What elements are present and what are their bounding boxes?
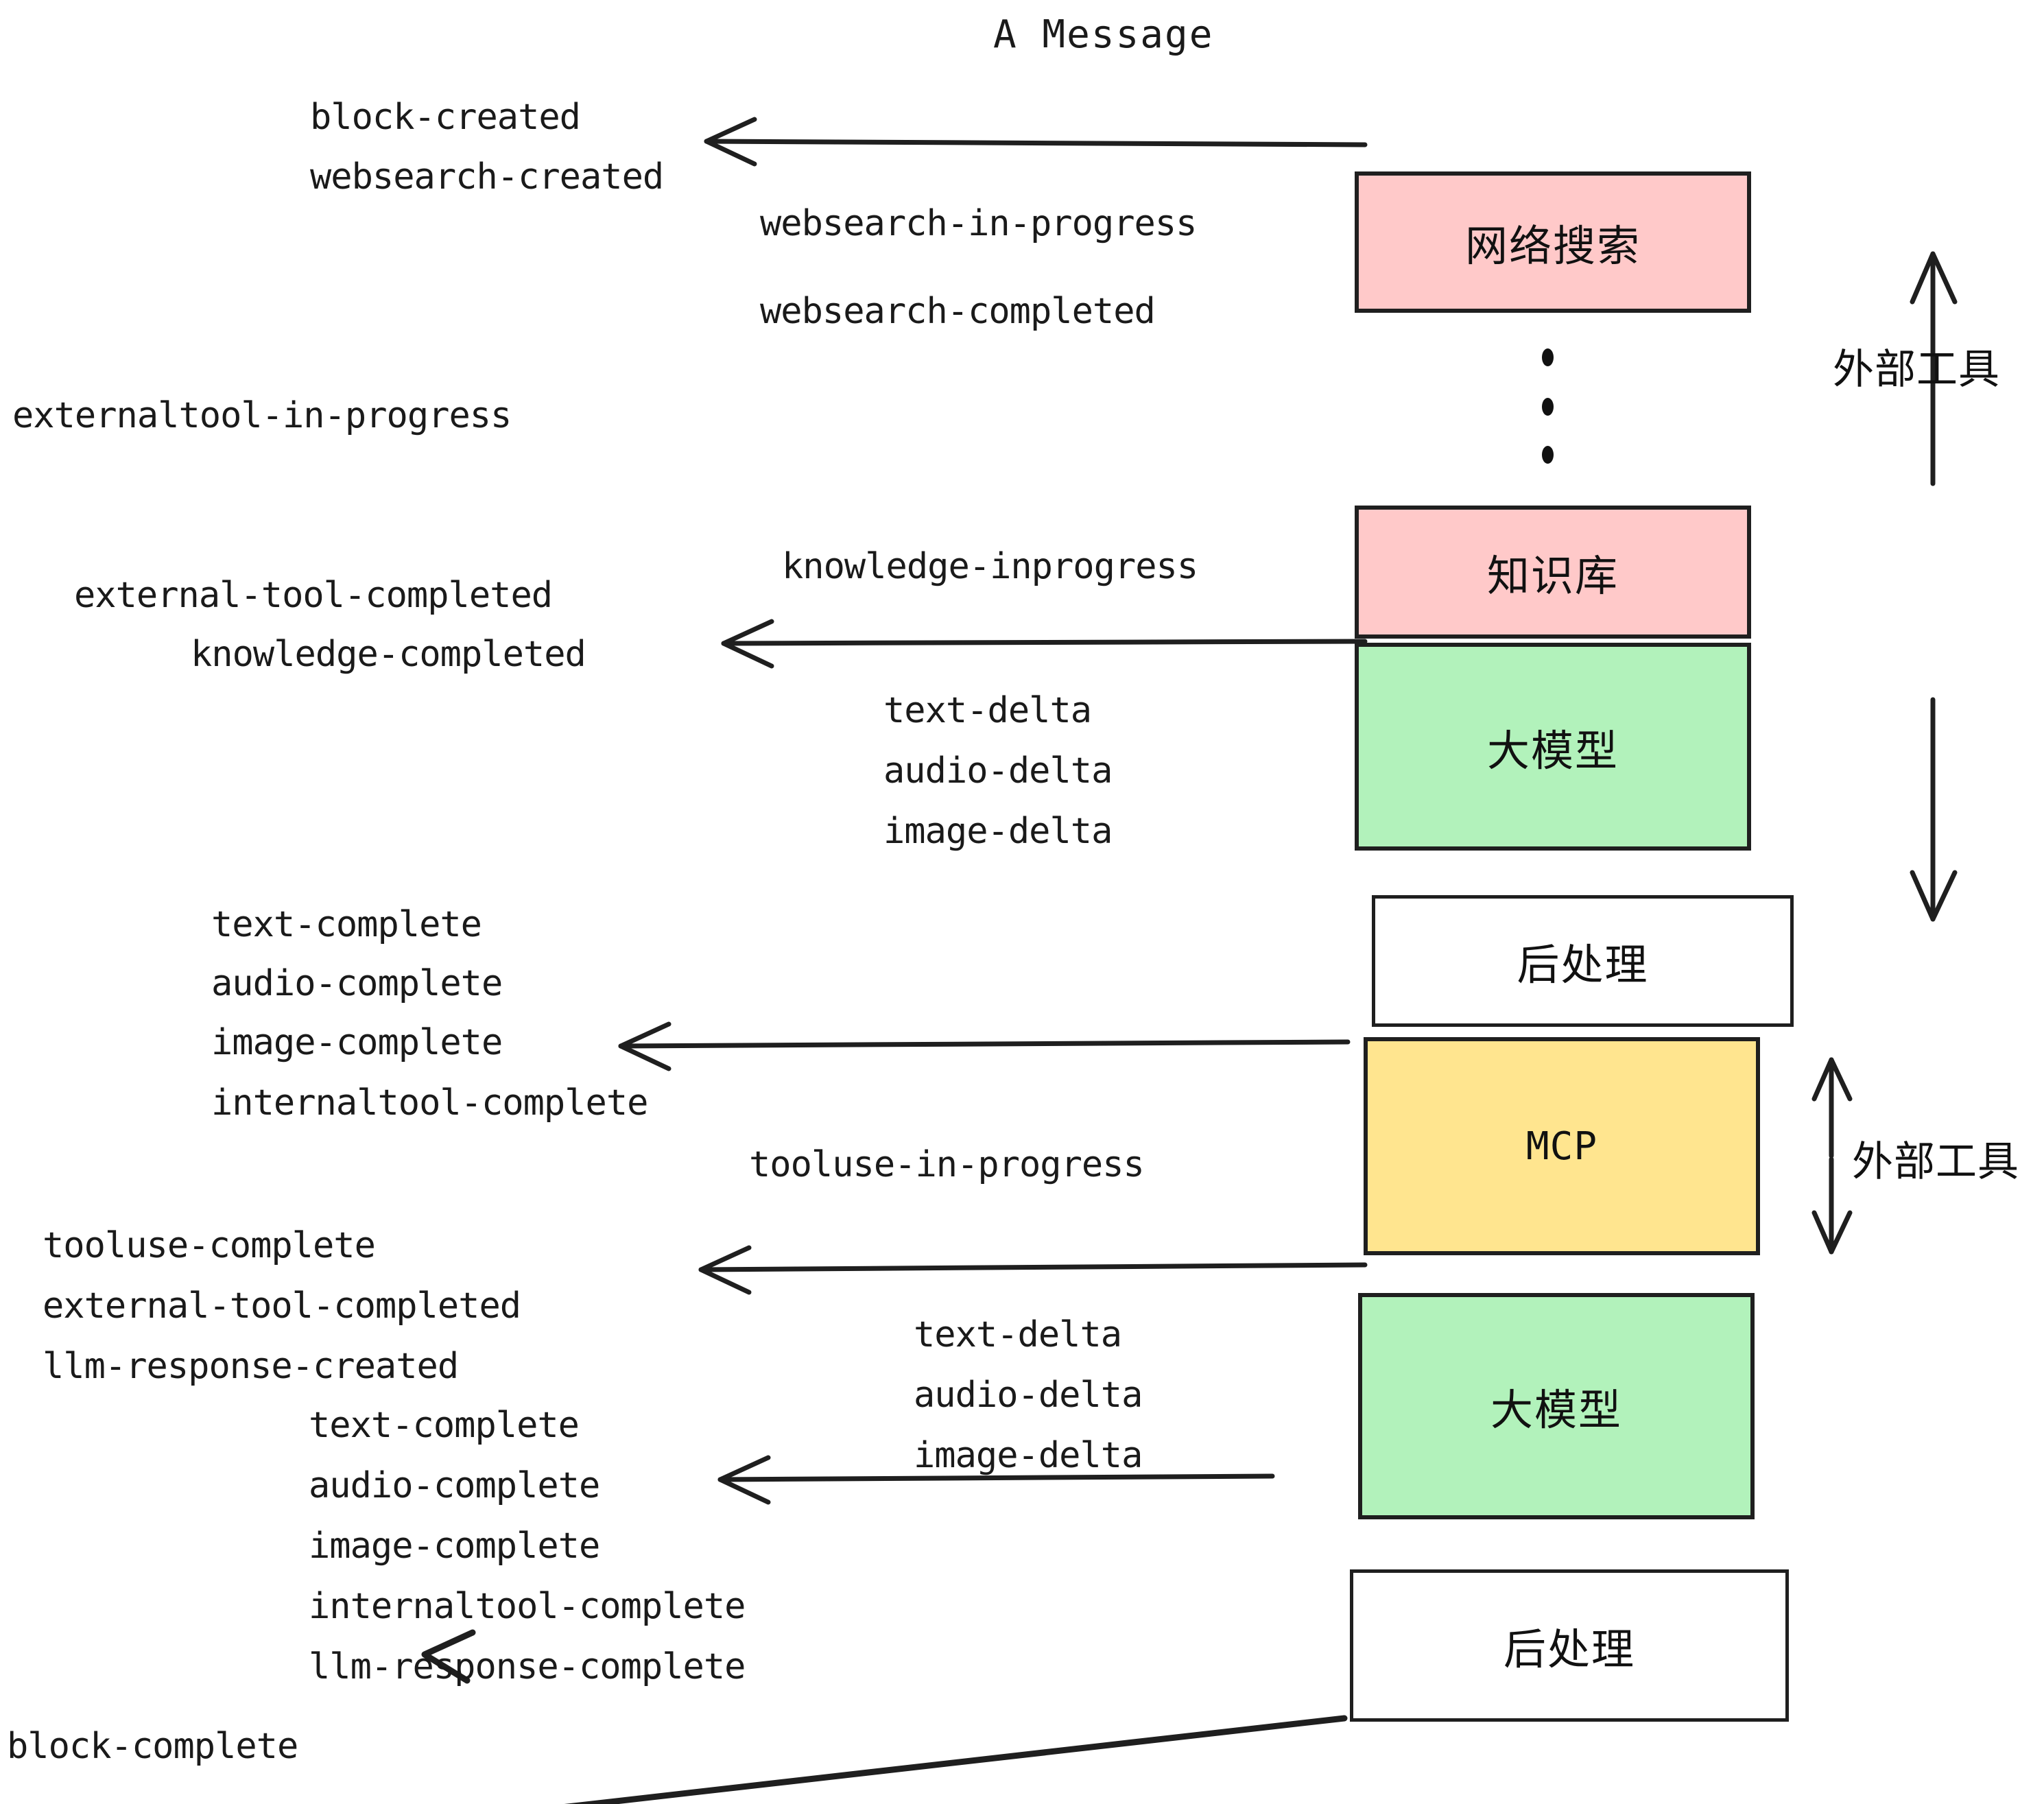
event-llm-response-created: llm-response-created [43, 1346, 459, 1387]
event-text-delta-2: text-delta [914, 1314, 1122, 1355]
arrow-knowledge-to-completed [721, 639, 1368, 646]
box-llm-bottom-label: 大模型 [1490, 1385, 1622, 1435]
event-text-complete-2: text-complete [309, 1405, 580, 1446]
box-knowledge-label: 知识库 [1486, 551, 1619, 601]
event-internaltool-complete-2: internaltool-complete [309, 1586, 746, 1627]
label-external-tool-bottom: 外部工具 [1852, 1128, 2019, 1188]
label-external-tool-top: 外部工具 [1833, 336, 2000, 396]
event-external-tool-completed-1: external-tool-completed [74, 575, 553, 616]
event-audio-complete-1: audio-complete [211, 963, 503, 1004]
event-tooluse-complete: tooluse-complete [43, 1225, 376, 1266]
box-postprocess-bottom[interactable]: 后处理 [1350, 1569, 1789, 1722]
arrowhead-bottom-down [1811, 1210, 1853, 1255]
box-postprocess-bottom-label: 后处理 [1503, 1624, 1635, 1674]
event-audio-delta-2: audio-delta [914, 1375, 1143, 1416]
event-image-delta-2: image-delta [914, 1435, 1143, 1476]
box-websearch[interactable]: 网络搜索 [1355, 171, 1751, 313]
event-knowledge-inprogress: knowledge-inprogress [782, 546, 1198, 587]
arrowhead-2 [721, 619, 774, 669]
box-llm-bottom[interactable]: 大模型 [1358, 1293, 1755, 1519]
arrowhead-5 [717, 1455, 771, 1505]
event-websearch-completed: websearch-completed [760, 291, 1156, 332]
event-audio-complete-2: audio-complete [309, 1465, 600, 1506]
box-postprocess-top-label: 后处理 [1517, 940, 1649, 990]
arrow-postprocess-to-blockcomplete [421, 1715, 1348, 1804]
box-postprocess-top[interactable]: 后处理 [1372, 895, 1794, 1027]
arrowhead-top-up [1910, 251, 1958, 305]
event-image-delta-1: image-delta [883, 811, 1113, 852]
event-audio-delta-1: audio-delta [883, 750, 1113, 792]
arrowhead-3 [618, 1021, 672, 1071]
box-llm-top-label: 大模型 [1486, 725, 1619, 776]
arrow-postprocess-to-imagecomplete [618, 1039, 1351, 1049]
arrow-llm-to-audiocomplete [717, 1473, 1275, 1482]
event-websearch-in-progress: websearch-in-progress [760, 203, 1197, 244]
ellipsis-dot-3 [1542, 446, 1554, 464]
event-externaltool-in-progress: externaltool-in-progress [12, 395, 512, 436]
event-llm-response-complete: llm-response-complete [309, 1646, 746, 1687]
arrowhead-top-down [1910, 870, 1958, 922]
event-image-complete-2: image-complete [309, 1526, 600, 1567]
arrow-mcp-to-tooluse-complete [698, 1262, 1368, 1272]
event-tooluse-in-progress: tooluse-in-progress [749, 1144, 1145, 1185]
arrowhead-bottom-up [1811, 1057, 1853, 1102]
label-external-tool-bottom-text: 外部工具 [1852, 1138, 2019, 1186]
event-image-complete-1: image-complete [211, 1022, 503, 1063]
event-text-delta-1: text-delta [883, 690, 1092, 731]
box-llm-top[interactable]: 大模型 [1355, 643, 1751, 851]
box-knowledge[interactable]: 知识库 [1355, 506, 1751, 639]
box-websearch-label: 网络搜索 [1464, 221, 1641, 271]
event-block-complete: block-complete [7, 1726, 298, 1767]
diagram-title: A Message [993, 12, 1214, 57]
box-mcp[interactable]: MCP [1364, 1037, 1760, 1255]
arrowhead-4 [698, 1245, 752, 1295]
event-websearch-created: websearch-created [310, 156, 664, 198]
event-external-tool-completed-2: external-tool-completed [43, 1285, 521, 1327]
event-block-created: block-created [310, 97, 581, 138]
ellipsis-dot-1 [1542, 348, 1554, 366]
box-mcp-label: MCP [1525, 1124, 1598, 1169]
arrow-websearch-to-created [704, 139, 1368, 147]
arrowhead-1 [704, 117, 757, 167]
ellipsis-dot-2 [1542, 398, 1554, 416]
event-internaltool-complete-1: internaltool-complete [211, 1082, 648, 1124]
event-text-complete-1: text-complete [211, 904, 482, 945]
event-knowledge-completed: knowledge-completed [191, 634, 586, 675]
label-external-tool-top-text: 外部工具 [1833, 346, 2000, 394]
